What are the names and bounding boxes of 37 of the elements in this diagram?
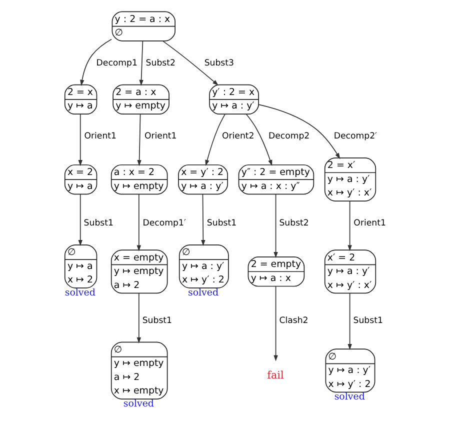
arrow xyxy=(136,114,141,166)
edge-label: Subst2 xyxy=(145,58,175,68)
arrow xyxy=(162,40,218,86)
arrow xyxy=(138,40,143,86)
edge-label: Subst1 xyxy=(83,218,113,229)
edge-label: Clash2 xyxy=(278,316,308,326)
edge-label: Subst1 xyxy=(142,316,172,326)
arrow xyxy=(204,114,225,166)
edge-label: Subst1 xyxy=(206,218,236,229)
arrow xyxy=(245,114,272,166)
edge-label: Decomp1 xyxy=(96,58,137,68)
node-label: solved xyxy=(334,392,364,403)
arrow xyxy=(136,194,141,252)
edge-label: Decomp2 xyxy=(268,132,310,142)
arrow xyxy=(200,194,205,246)
edge-label: Orient1 xyxy=(353,218,386,229)
arrow xyxy=(347,200,352,252)
arrow xyxy=(273,286,278,362)
node-label: solved xyxy=(122,398,154,410)
edge-label: Decomp1′ xyxy=(142,218,186,229)
node-label: solved xyxy=(64,288,95,299)
edge-label: Subst1 xyxy=(352,316,382,326)
arrow xyxy=(257,104,340,160)
arrow xyxy=(136,292,141,344)
node-text: fail xyxy=(266,369,284,382)
edge-label: Orient2 xyxy=(221,132,254,142)
arrow xyxy=(78,114,82,166)
edge-label: Orient1 xyxy=(84,132,116,142)
arrow xyxy=(273,194,278,258)
edge-label: Subst2 xyxy=(278,218,308,229)
arrow xyxy=(80,38,112,86)
edge-label: Orient1 xyxy=(144,132,176,142)
arrow xyxy=(78,194,82,246)
edge-label: Subst3 xyxy=(204,58,234,68)
edge-label: Decomp2′ xyxy=(333,132,377,142)
node-label: solved xyxy=(187,288,218,299)
arrow xyxy=(347,292,352,350)
